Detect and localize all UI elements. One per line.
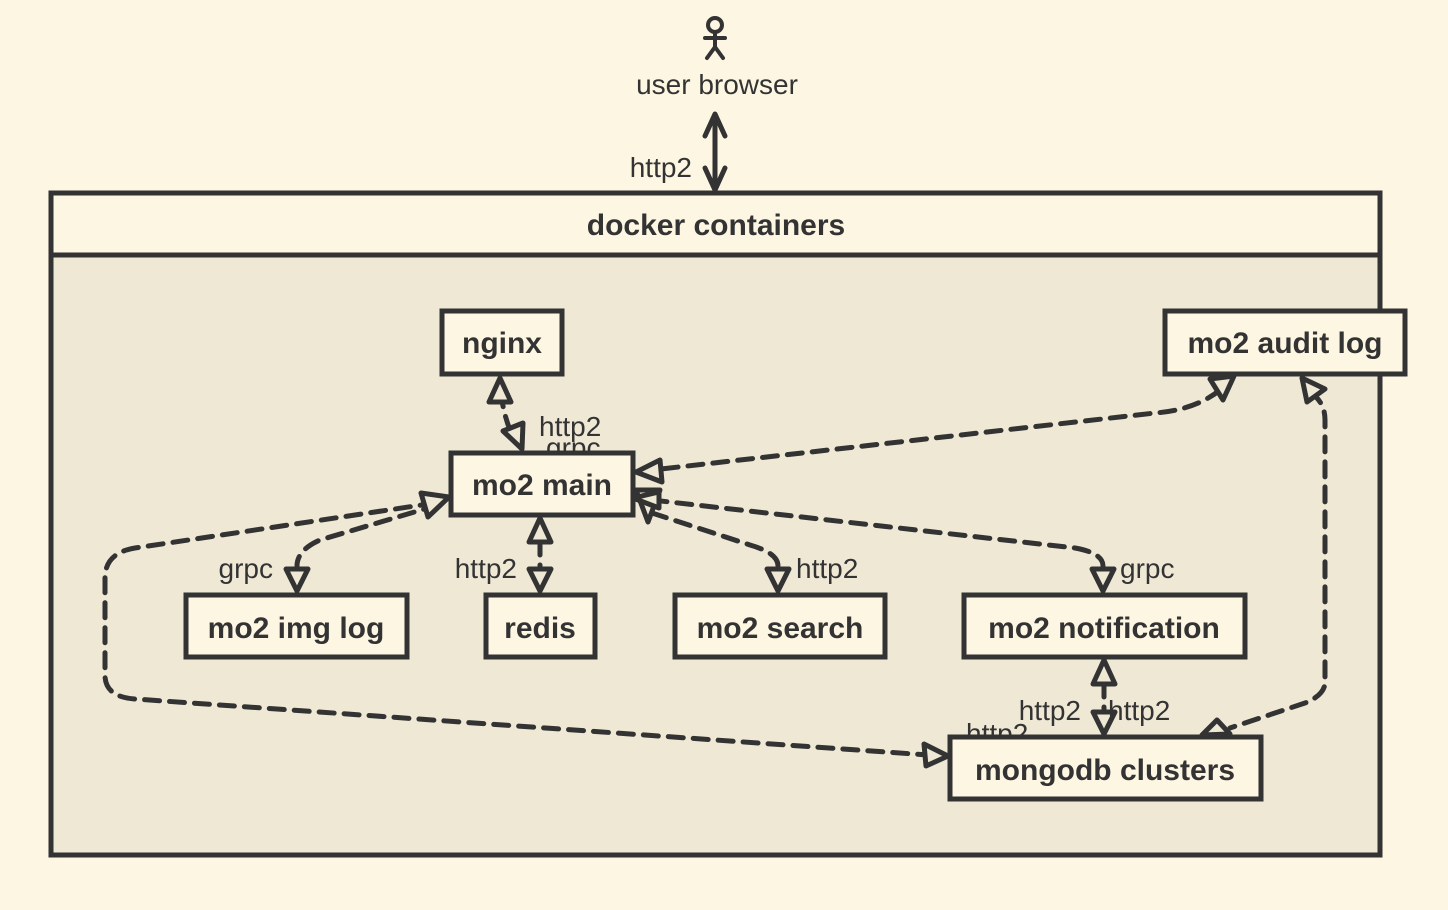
user-actor-icon (703, 16, 727, 60)
arrow-mongo-from-notification (1090, 709, 1118, 737)
arrow-audit-1 (1207, 373, 1237, 403)
edge-label-notif-mongo-http2-left: http2 (1019, 695, 1081, 726)
node-mo2-search: mo2 search (672, 592, 888, 660)
node-mo2-search-label: mo2 search (697, 612, 864, 645)
edge-label-mongo-http2-partial: http2 (966, 718, 1028, 749)
arrow-redis (526, 566, 554, 594)
node-redis-label: redis (504, 612, 576, 645)
arrow-audit-2 (1299, 375, 1328, 405)
docker-container-title: docker containers (587, 209, 845, 242)
node-mo2-main: mo2 main (448, 450, 636, 518)
node-nginx-label: nginx (462, 327, 542, 360)
arrow-notification-up (1090, 657, 1118, 687)
edge-main-search (649, 510, 781, 569)
edge-label-nginx-http2: http2 (539, 411, 601, 442)
edge-audit-mongo (1227, 389, 1328, 731)
arrow-search (764, 566, 792, 594)
actor-link-arrow (702, 111, 728, 193)
edge-label-notif-mongo-http2-right: http2 (1108, 695, 1170, 726)
arrow-main-from-redis (526, 515, 554, 545)
actor-link-label: http2 (630, 152, 692, 183)
edge-label-redis-http2: http2 (455, 553, 517, 584)
arrow-main-from-imglog (418, 490, 452, 520)
arrow-imglog (283, 566, 311, 594)
edge-main-mongo (102, 500, 931, 758)
node-mo2-audit-log: mo2 audit log (1162, 308, 1408, 377)
edge-label-notification-grpc: grpc (1120, 553, 1174, 584)
node-mo2-notification-label: mo2 notification (988, 612, 1220, 645)
docker-container-header (48, 190, 1383, 258)
actor-label: user browser (636, 69, 798, 100)
arrow-main-from-audit (633, 457, 665, 485)
node-mo2-notification: mo2 notification (961, 592, 1248, 660)
arrowheads (283, 373, 1328, 769)
arrow-main-from-nginx (500, 420, 526, 452)
edge-main-notification (649, 497, 1106, 569)
node-mo2-main-label: mo2 main (472, 469, 612, 502)
node-redis: redis (483, 592, 598, 660)
node-mo2-img-log: mo2 img log (183, 592, 410, 660)
arrow-mongo-from-main (921, 741, 951, 769)
node-mongodb-clusters-label: mongodb clusters (975, 754, 1235, 787)
node-mo2-img-log-label: mo2 img log (208, 612, 385, 645)
node-mongodb-clusters: mongodb clusters (947, 734, 1264, 802)
arrow-nginx (486, 375, 514, 405)
edge-main-imglog (294, 502, 441, 569)
edge-label-nginx-grpc: grpc (546, 432, 600, 463)
node-mo2-audit-log-label: mo2 audit log (1188, 327, 1383, 360)
edge-audit-main (649, 387, 1223, 473)
arrow-main-from-notification (630, 489, 662, 511)
edge-label-imglog-grpc: grpc (219, 553, 273, 584)
node-nginx: nginx (439, 308, 565, 377)
arrow-notification (1089, 566, 1117, 594)
edge-label-search-http2: http2 (796, 553, 858, 584)
